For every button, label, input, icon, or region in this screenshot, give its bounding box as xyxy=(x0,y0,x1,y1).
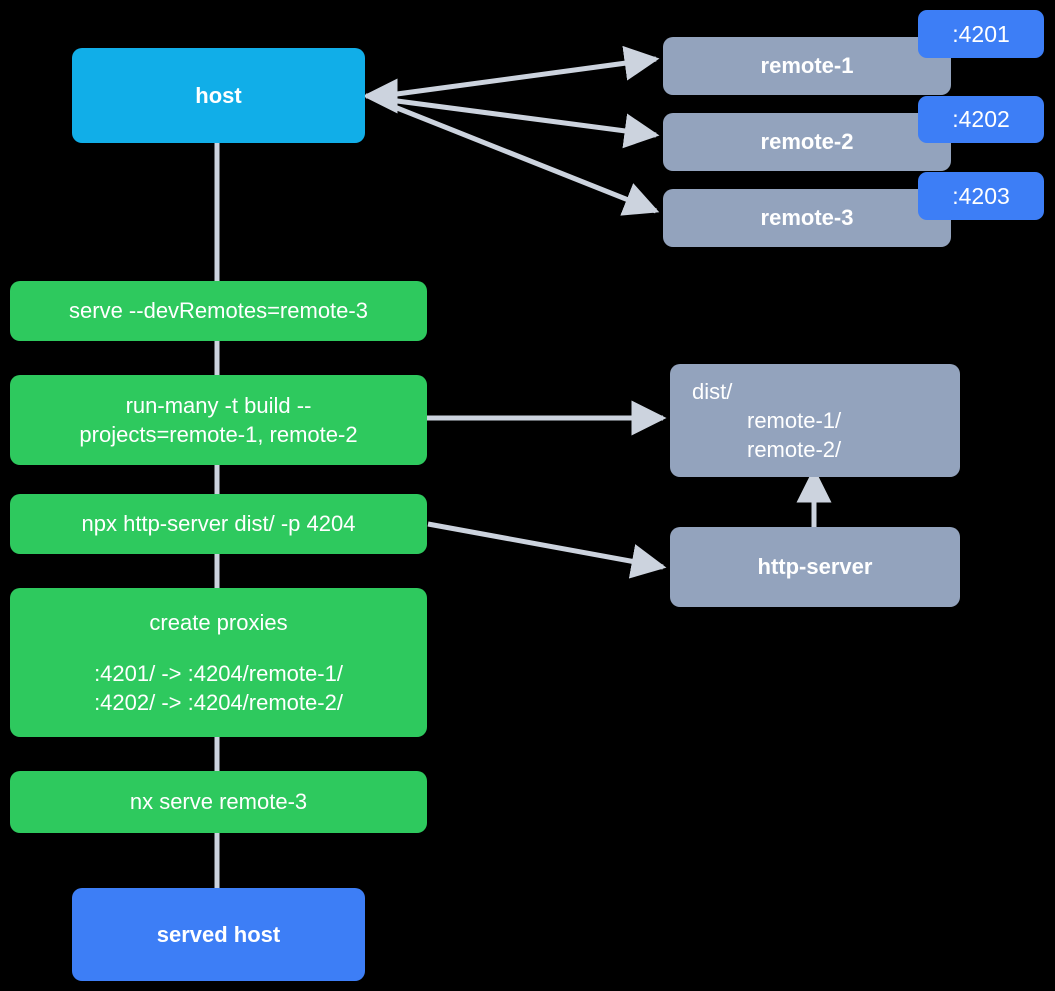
node-served-host-label: served host xyxy=(156,921,281,947)
dist-folder-root: dist/ xyxy=(692,378,733,404)
node-remote-1[interactable]: remote-1 xyxy=(663,37,951,95)
node-served-host[interactable]: served host xyxy=(72,888,365,981)
dist-folder-remote-2: remote-2/ xyxy=(747,437,842,463)
port-badge-4201[interactable]: :4201 xyxy=(918,10,1044,58)
node-remote-1-label: remote-1 xyxy=(760,53,854,79)
node-host[interactable]: host xyxy=(72,48,365,143)
proxy-mapping-4202: :4202/ -> :4204/remote-2/ xyxy=(94,690,343,716)
edge-host-to-remote-2 xyxy=(381,96,660,149)
port-badge-4203[interactable]: :4203 xyxy=(918,172,1044,220)
port-badge-4201-label: :4201 xyxy=(952,20,1010,47)
node-dist-folder[interactable]: dist/ remote-1/ remote-2/ xyxy=(670,364,960,477)
node-command-npx-http-server[interactable]: npx http-server dist/ -p 4204 xyxy=(10,494,427,554)
port-badge-4203-label: :4203 xyxy=(952,182,1010,209)
command-npx-http-server-label: npx http-server dist/ -p 4204 xyxy=(81,511,356,537)
node-remote-2-label: remote-2 xyxy=(760,129,854,155)
edge-httpserver-cmd-to-http-server xyxy=(427,521,667,579)
port-badge-4202-label: :4202 xyxy=(952,106,1010,132)
edge-host-to-remote-1 xyxy=(381,45,660,99)
command-serve-devremotes-label: serve --devRemotes=remote-3 xyxy=(69,298,368,324)
command-run-many-line-1: run-many -t build -- xyxy=(125,392,312,418)
node-remote-3[interactable]: remote-3 xyxy=(663,189,951,247)
command-create-proxies-title: create proxies xyxy=(149,609,288,635)
node-host-label: host xyxy=(195,82,242,108)
node-remote-3-label: remote-3 xyxy=(760,205,854,231)
node-http-server-label: http-server xyxy=(757,554,873,580)
dist-folder-remote-1: remote-1/ xyxy=(747,407,842,433)
edge-host-to-remote-3 xyxy=(381,99,660,216)
node-remote-2[interactable]: remote-2 xyxy=(663,113,951,171)
proxy-mapping-4201: :4201/ -> :4204/remote-1/ xyxy=(94,660,343,686)
command-run-many-line-2: projects=remote-1, remote-2 xyxy=(79,422,358,447)
node-command-create-proxies[interactable]: create proxies :4201/ -> :4204/remote-1/… xyxy=(10,588,427,737)
node-command-nx-serve-remote-3[interactable]: nx serve remote-3 xyxy=(10,771,427,833)
port-badge-4202[interactable]: :4202 xyxy=(918,96,1044,143)
node-command-serve-devremotes[interactable]: serve --devRemotes=remote-3 xyxy=(10,281,427,341)
node-command-run-many-build[interactable]: run-many -t build -- projects=remote-1, … xyxy=(10,375,427,465)
command-nx-serve-remote-3-label: nx serve remote-3 xyxy=(129,789,308,815)
node-http-server[interactable]: http-server xyxy=(670,527,960,607)
